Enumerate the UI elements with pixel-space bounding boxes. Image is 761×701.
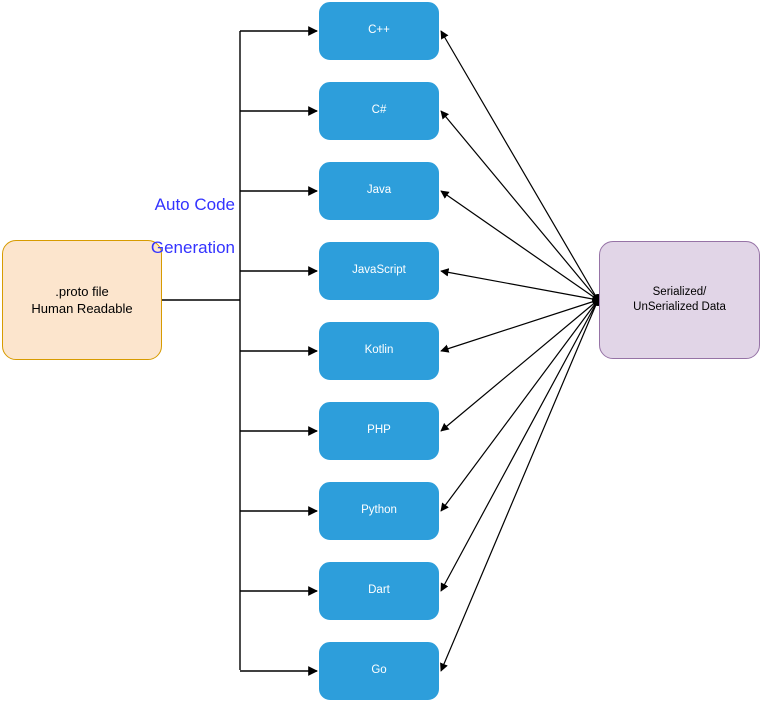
serialized-data-line-1: Serialized/ xyxy=(652,285,707,298)
serialization-edge-to-csharp xyxy=(440,110,599,301)
language-node-javascript[interactable]: JavaScript xyxy=(319,242,439,300)
serialization-edge-to-cpp xyxy=(440,30,599,301)
serialized-data-label: Serialized/ UnSerialized Data xyxy=(633,285,726,315)
serialized-data-node[interactable]: Serialized/ UnSerialized Data xyxy=(599,241,760,359)
serialization-edge-to-javascript xyxy=(440,268,599,301)
language-node-label: PHP xyxy=(367,424,391,437)
language-node-label: Dart xyxy=(368,584,390,597)
language-node-kotlin[interactable]: Kotlin xyxy=(319,322,439,380)
serialization-edge-to-go xyxy=(440,299,599,672)
language-node-csharp[interactable]: C# xyxy=(319,82,439,140)
language-node-cpp[interactable]: C++ xyxy=(319,2,439,60)
language-node-label: Go xyxy=(371,664,387,677)
serialization-edges xyxy=(440,30,599,672)
proto-file-node[interactable]: .proto file Human Readable xyxy=(2,240,162,360)
auto-code-generation-edges xyxy=(162,26,318,676)
language-node-dart[interactable]: Dart xyxy=(319,562,439,620)
proto-file-label: .proto file Human Readable xyxy=(31,283,132,317)
language-node-label: C++ xyxy=(368,24,390,37)
serialization-edge-to-python xyxy=(440,299,599,512)
language-node-label: Java xyxy=(366,184,392,197)
serialization-edge-to-php xyxy=(440,299,599,432)
language-node-python[interactable]: Python xyxy=(319,482,439,540)
proto-file-line-1: .proto file xyxy=(55,283,109,299)
serialization-edge-to-java xyxy=(440,190,599,301)
language-node-go[interactable]: Go xyxy=(319,642,439,700)
language-node-label: Python xyxy=(361,504,397,517)
serialized-data-line-2: UnSerialized Data xyxy=(633,301,726,313)
language-node-label: Kotlin xyxy=(364,344,394,357)
language-node-java[interactable]: Java xyxy=(319,162,439,220)
language-node-php[interactable]: PHP xyxy=(319,402,439,460)
serialization-edge-to-kotlin xyxy=(440,299,599,353)
auto-code-generation-line-1: Auto Code xyxy=(154,194,235,214)
auto-code-generation-label: Auto Code Generation xyxy=(110,172,235,259)
auto-code-generation-line-2: Generation xyxy=(150,238,235,258)
language-node-label: C# xyxy=(371,104,387,117)
serialization-edge-to-dart xyxy=(440,299,599,592)
proto-file-line-2: Human Readable xyxy=(31,301,133,316)
language-node-label: JavaScript xyxy=(352,264,406,277)
